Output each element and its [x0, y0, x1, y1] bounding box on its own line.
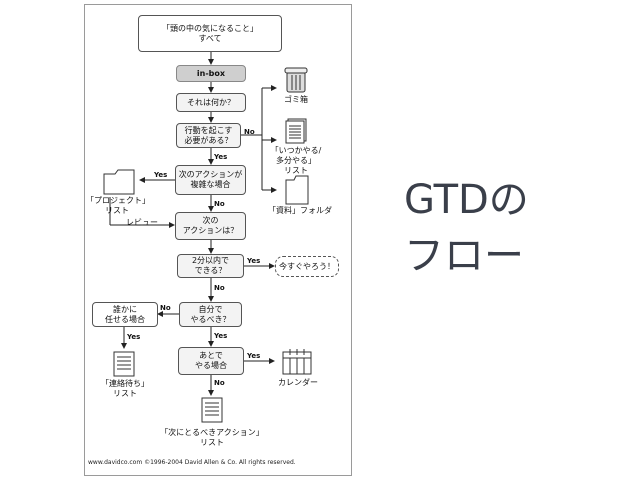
do-it-yourself-box: 自分で やるべき？ — [179, 302, 242, 327]
actionable-box: 行動を起こす 必要がある？ — [176, 123, 241, 148]
calendar-label: カレンダー — [278, 378, 318, 387]
yes-label: Yes — [247, 257, 261, 265]
slide-title: GTDの フロー — [404, 177, 529, 279]
yes-label: Yes — [214, 153, 228, 161]
two-minute-box: 2分以内で できる？ — [177, 254, 244, 278]
no-label: No — [214, 379, 225, 387]
flowchart-sheet — [84, 4, 352, 476]
no-label: No — [214, 284, 225, 292]
someday-label: 「いつかやる/ 多分やる」 リスト — [270, 146, 322, 175]
do-it-now-box: 今すぐやろう！ — [275, 256, 339, 277]
waiting-label: 「連絡待ち」 リスト — [101, 379, 149, 398]
yes-label: Yes — [247, 352, 261, 360]
next-action-box: 次の アクションは？ — [175, 212, 246, 240]
defer-box: あとで やる場合 — [178, 347, 244, 375]
yes-label: Yes — [154, 171, 168, 179]
reference-label: 「資料」フォルダ — [268, 206, 332, 215]
project-folder-icon — [103, 169, 135, 195]
next-actions-list-icon — [201, 397, 223, 423]
trash-icon — [284, 67, 308, 93]
what-is-it-box: それは何か？ — [176, 93, 246, 112]
inbox-box: in-box — [176, 65, 246, 82]
no-label: No — [214, 200, 225, 208]
yes-label: Yes — [127, 333, 141, 341]
copyright-footer: www.davidco.com ©1996-2004 David Allen &… — [88, 459, 296, 466]
waiting-list-icon — [113, 351, 135, 377]
no-label: No — [160, 304, 171, 312]
project-label: 「プロジェクト」 リスト — [86, 196, 150, 215]
all-thoughts-box: 「頭の中の気になること」 すべて — [138, 15, 282, 52]
trash-label: ゴミ箱 — [284, 95, 308, 104]
yes-label: Yes — [214, 332, 228, 340]
calendar-icon — [282, 349, 312, 375]
someday-list-icon — [285, 118, 307, 144]
next-actions-label: 「次にとるべきアクション」 リスト — [160, 428, 264, 447]
reference-folder-icon — [285, 175, 309, 205]
review-label: レビュー — [126, 218, 158, 227]
no-label: No — [244, 128, 255, 136]
multi-step-box: 次のアクションが 複雑な場合 — [175, 165, 246, 195]
delegate-box: 誰かに 任せる場合 — [92, 302, 158, 327]
